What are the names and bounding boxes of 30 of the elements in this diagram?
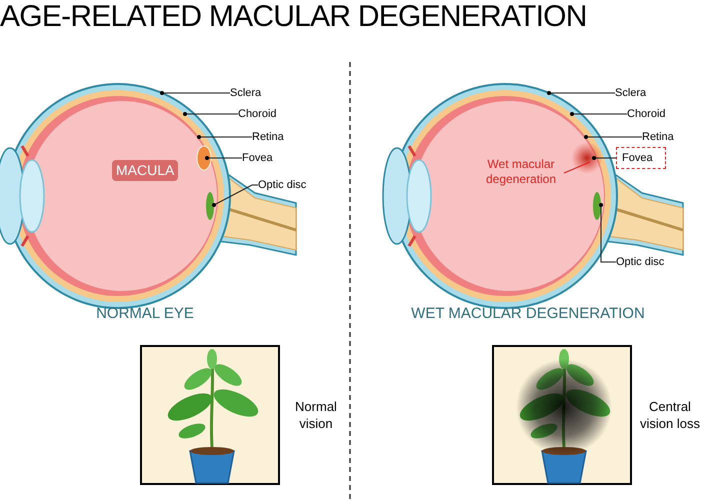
leader-line — [570, 112, 628, 116]
highlighted-label: Fovea — [616, 147, 666, 169]
leader-line — [592, 156, 616, 160]
part-label: Retina — [642, 130, 692, 144]
part-label: Optic disc — [258, 178, 328, 192]
vision-caption: Normal vision — [294, 398, 338, 432]
callout-label: Wet macular degeneration — [478, 157, 564, 189]
eye-heading: WET MACULAR DEGENERATION — [410, 304, 646, 324]
vision-picture — [140, 345, 280, 485]
eye-heading: NORMAL EYE — [95, 304, 195, 324]
leader-line — [564, 162, 590, 174]
leader-line — [212, 184, 258, 207]
part-label: MACULA — [112, 160, 178, 181]
leader-line — [599, 203, 616, 262]
leader-line — [160, 91, 230, 95]
part-label: Sclera — [230, 86, 280, 100]
leader-line — [197, 135, 252, 139]
part-label: Retina — [252, 130, 302, 144]
part-label: Fovea — [242, 151, 292, 165]
part-label: Choroid — [238, 107, 293, 121]
leader-line — [547, 91, 616, 95]
part-label: Sclera — [615, 86, 665, 100]
leader-line — [584, 135, 642, 139]
vision-caption: Central vision loss — [639, 398, 701, 432]
vision-picture — [492, 345, 632, 485]
title: AGE-RELATED MACULAR DEGENERATION — [0, 0, 587, 34]
part-label: Optic disc — [616, 255, 686, 269]
leader-line — [183, 112, 238, 116]
part-label: Choroid — [627, 107, 682, 121]
leader-line — [205, 156, 242, 160]
